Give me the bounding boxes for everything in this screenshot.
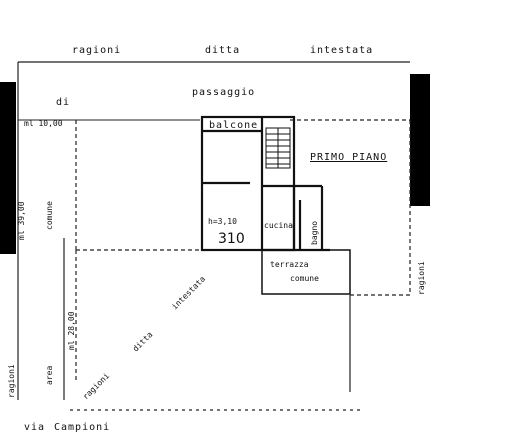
- floor-label: PRIMO PIANO: [310, 152, 387, 163]
- height-label: h=3,10: [208, 217, 237, 226]
- terrace-outline: [261, 249, 351, 295]
- stairs: [265, 127, 291, 169]
- left-bottom-area: area: [45, 366, 54, 385]
- scan-bar-left: [0, 82, 16, 254]
- kitchen-label: cucina: [264, 221, 293, 230]
- balcony-label: balcone: [209, 120, 258, 131]
- bathroom-label: bagno: [310, 221, 319, 245]
- top-label-ragioni: ragioni: [72, 45, 121, 56]
- left-measure: ml 10,00: [24, 119, 63, 128]
- di-label: di: [56, 97, 70, 108]
- top-label-intestata: intestata: [310, 45, 373, 56]
- handwritten-number: 310: [218, 231, 245, 247]
- right-vertical-ragioni: ragioni: [417, 261, 426, 295]
- diag-label-ragioni: ragioni: [81, 371, 111, 401]
- terrace-label-2: comune: [290, 274, 319, 283]
- diag-label-intestata: intestata: [170, 274, 207, 311]
- building-walls: [200, 115, 330, 252]
- left-vertical-comune: comune: [45, 201, 54, 230]
- left-bottom-ragioni: ragioni: [7, 364, 16, 398]
- diag-label-ditta: ditta: [131, 330, 155, 354]
- bottom-label-campioni: Campioni: [54, 422, 110, 433]
- left-bottom-measure: ml 28,00: [67, 311, 76, 350]
- lot-boundaries: [17, 61, 411, 411]
- left-vertical-measure: ml 39,00: [17, 201, 26, 240]
- terrace-label-1: terrazza: [270, 260, 309, 269]
- passage-label: passaggio: [192, 87, 255, 98]
- scan-bar-right: [410, 74, 430, 206]
- top-label-ditta: ditta: [205, 45, 240, 56]
- bottom-label-via: via: [24, 422, 45, 433]
